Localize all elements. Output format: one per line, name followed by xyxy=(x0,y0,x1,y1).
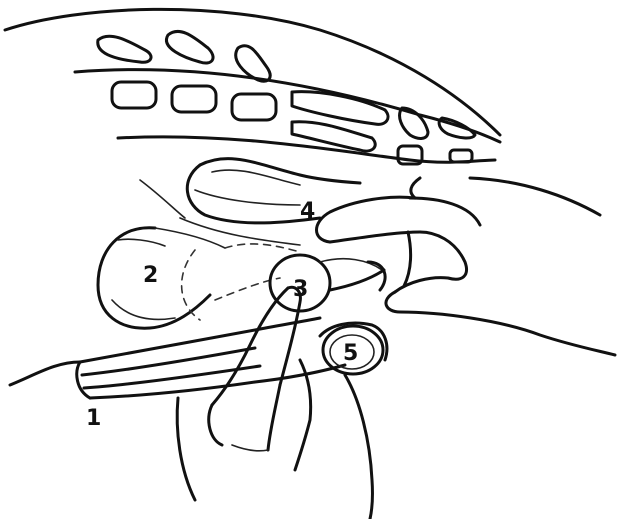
palpating-hand xyxy=(177,287,372,519)
label-1: 1 xyxy=(86,406,101,431)
label-3: 3 xyxy=(293,277,308,302)
label-2: 2 xyxy=(143,263,158,288)
label-5: 5 xyxy=(343,341,358,366)
dorsal-outline xyxy=(5,9,500,162)
vertebral-processes xyxy=(98,31,270,81)
vertebral-bodies xyxy=(112,82,475,164)
examiner-hand xyxy=(317,178,616,355)
structure-3 xyxy=(270,255,385,311)
label-4: 4 xyxy=(300,199,315,224)
